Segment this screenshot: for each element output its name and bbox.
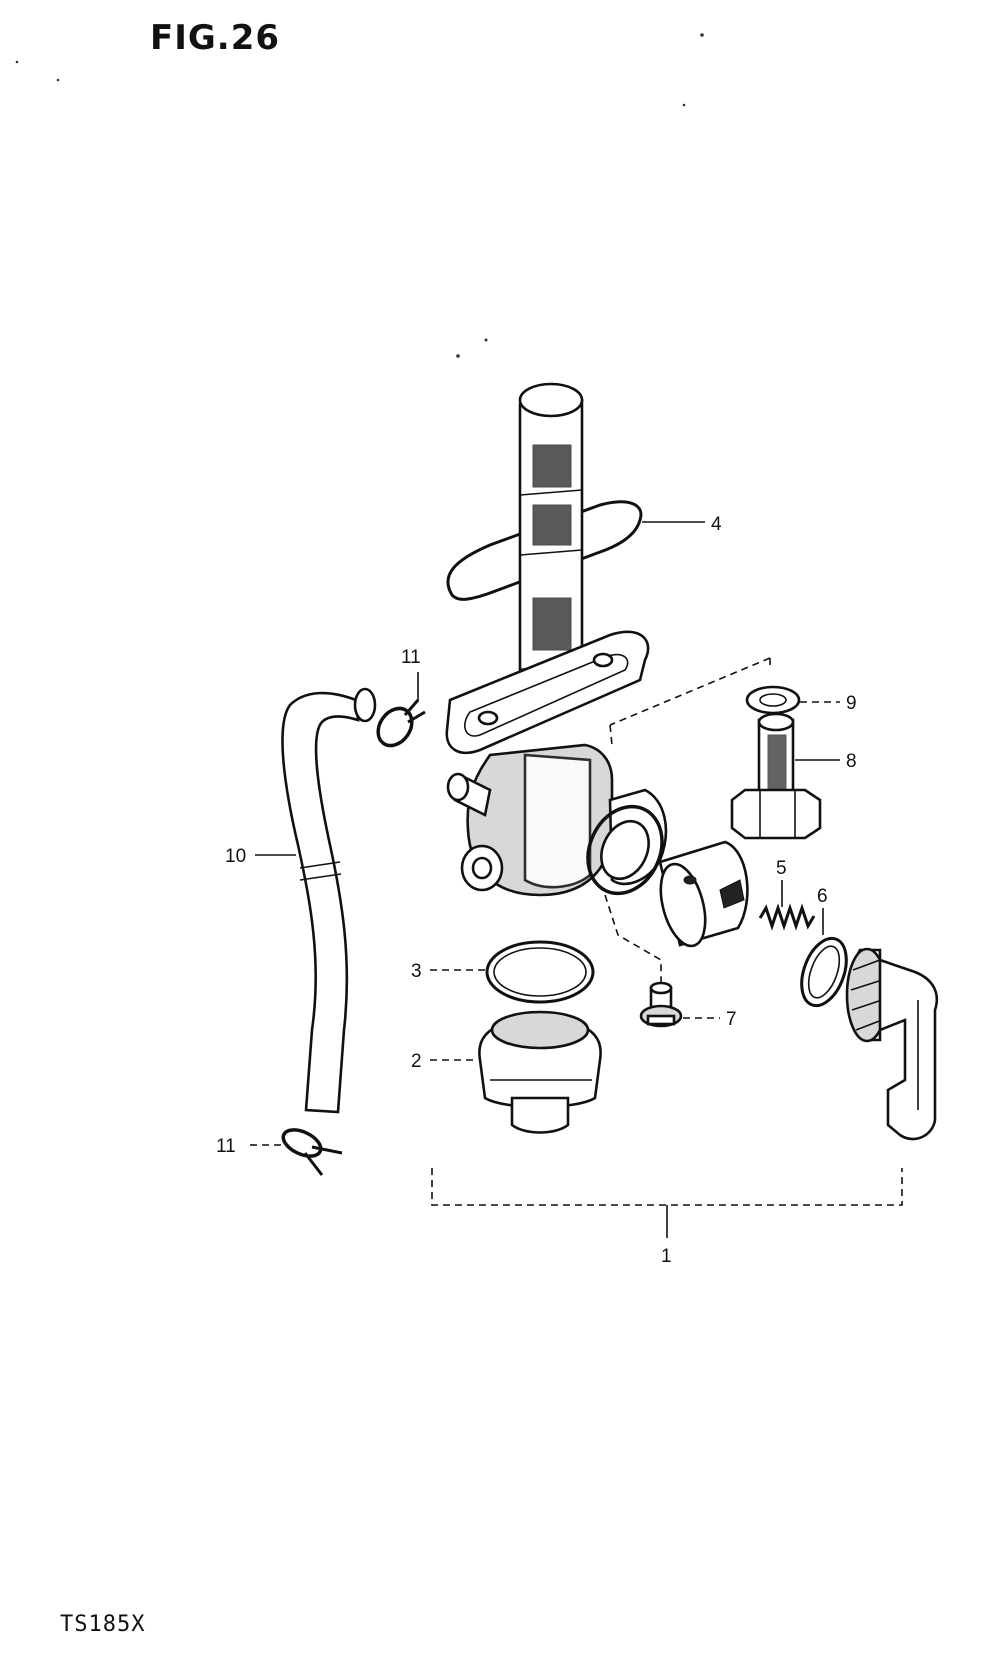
o-ring-part-3 xyxy=(485,940,595,1004)
hose-clip-part-11-lower xyxy=(281,1128,343,1176)
sediment-cup-part-2 xyxy=(478,1010,602,1134)
callout-3: 3 xyxy=(411,961,422,982)
callout-8: 8 xyxy=(846,751,857,772)
spring-part-5 xyxy=(758,903,816,931)
leader-lines xyxy=(250,521,903,1238)
callout-9: 9 xyxy=(846,693,857,714)
print-specks xyxy=(15,33,704,358)
hose-clip-part-11-upper xyxy=(376,699,426,748)
bolt-part-8 xyxy=(730,712,822,840)
callout-11-upper: 11 xyxy=(401,647,421,668)
callout-5: 5 xyxy=(776,858,787,879)
callout-6: 6 xyxy=(817,886,828,907)
figure-title: FIG.26 xyxy=(150,18,281,58)
callout-4: 4 xyxy=(711,514,722,535)
callout-labels: 4 9 8 5 6 7 3 2 10 11 11 1 xyxy=(216,514,857,1267)
o-ring-part-4 xyxy=(446,500,643,601)
fuel-hose-part-10 xyxy=(281,687,377,1114)
callout-10: 10 xyxy=(225,846,246,867)
callout-11-lower: 11 xyxy=(216,1136,236,1157)
screw-part-7 xyxy=(639,981,683,1028)
fuel-cock-lever xyxy=(845,947,939,1141)
callout-1: 1 xyxy=(661,1246,672,1267)
valve-plug xyxy=(658,840,749,948)
callout-7: 7 xyxy=(726,1009,737,1030)
model-code: TS185X xyxy=(60,1612,146,1637)
callout-2: 2 xyxy=(411,1051,422,1072)
washer-part-9 xyxy=(745,685,801,715)
o-ring-part-6 xyxy=(800,936,848,1008)
fuel-cock-body xyxy=(445,382,668,897)
